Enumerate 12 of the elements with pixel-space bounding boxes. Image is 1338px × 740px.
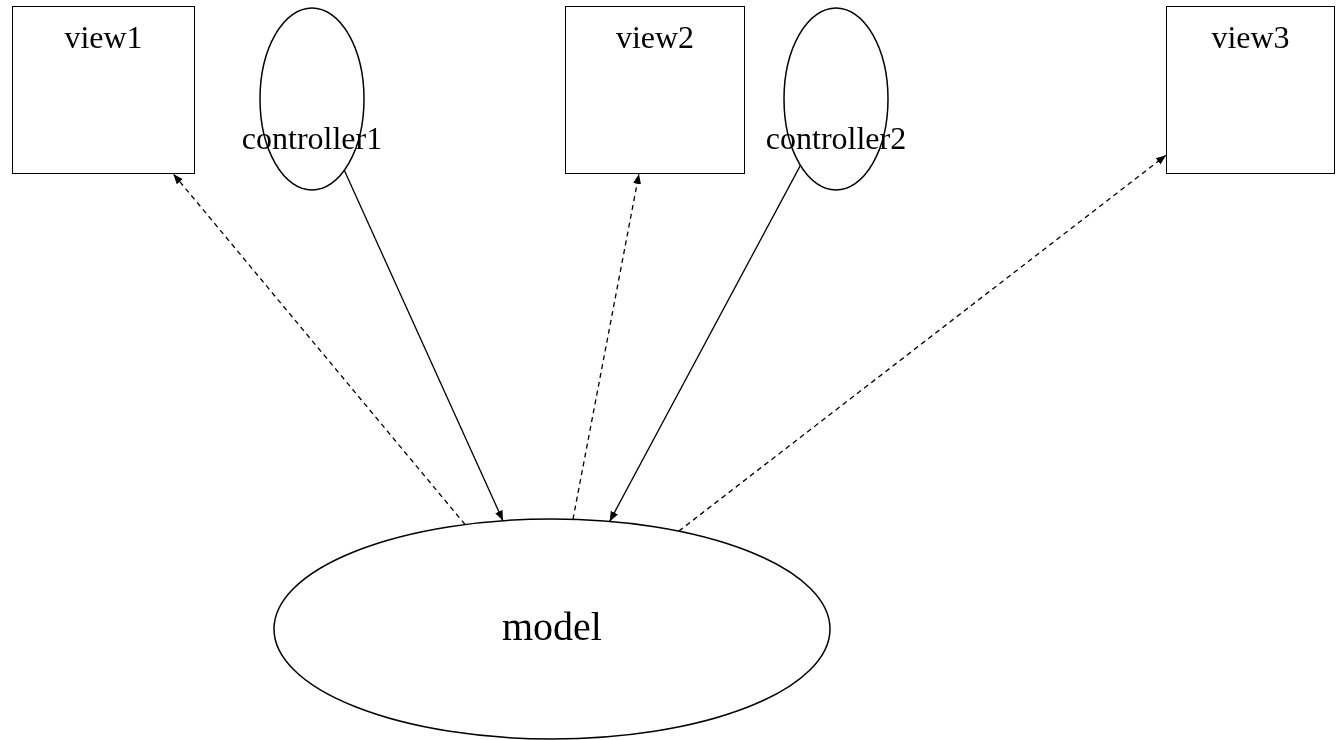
node-label: view2 bbox=[615, 19, 695, 56]
view-box bbox=[1166, 6, 1335, 174]
arrow bbox=[609, 164, 802, 523]
arrow bbox=[343, 169, 504, 522]
node-label: view3 bbox=[1211, 19, 1290, 56]
node-label: view1 bbox=[64, 19, 143, 56]
view-box bbox=[12, 6, 195, 174]
view-box bbox=[565, 6, 745, 174]
node-label: model bbox=[502, 604, 602, 650]
arrow bbox=[678, 154, 1167, 532]
arrow bbox=[572, 173, 641, 520]
arrow bbox=[172, 173, 466, 526]
